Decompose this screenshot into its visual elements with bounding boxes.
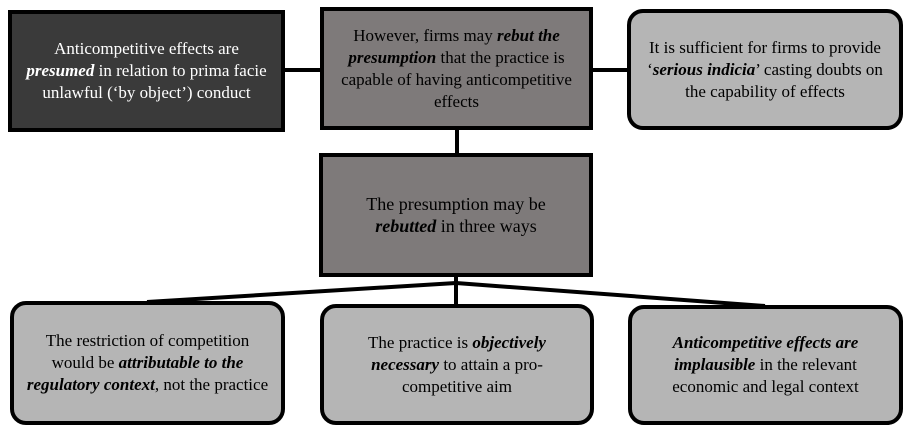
text-run: to attain a pro-competitive aim bbox=[402, 354, 543, 396]
text-run: The presumption may be bbox=[366, 194, 546, 214]
text-run: in the relevant economic and legal conte… bbox=[672, 355, 859, 396]
three-ways-box: The presumption may be rebutted in three… bbox=[319, 153, 593, 277]
emphasized-text: serious indicia bbox=[652, 59, 756, 79]
text-run: in relation to prima facie unlawful (‘by… bbox=[42, 61, 267, 102]
text-run: The restriction of competition would be bbox=[45, 331, 250, 372]
serious-indicia-box: It is sufficient for firms to provide ‘s… bbox=[627, 9, 903, 130]
rebut-presumption-text: However, firms may rebut the presumption… bbox=[336, 25, 577, 113]
rebut-presumption-box: However, firms may rebut the presumption… bbox=[320, 7, 593, 130]
objectively-necessary-text: The practice is objectively necessary to… bbox=[336, 332, 578, 398]
emphasized-text: rebut the presumption bbox=[348, 25, 560, 67]
effects-implausible-box: Anticompetitive effects are implausible … bbox=[628, 305, 903, 425]
emphasized-text: objectively necessary bbox=[371, 332, 546, 374]
presumed-box: Anticompetitive effects are presumed in … bbox=[8, 10, 285, 132]
emphasized-text: Anticompetitive effects are implausible bbox=[672, 333, 859, 374]
text-run: Anticompetitive effects are bbox=[54, 39, 239, 58]
text-run: ’ casting doubts on the capability of ef… bbox=[685, 59, 883, 101]
emphasized-text: presumed bbox=[26, 61, 95, 80]
text-run: that the practice is capable of having a… bbox=[341, 47, 572, 111]
emphasized-text: rebutted bbox=[375, 216, 437, 236]
text-run: , not the practice bbox=[154, 375, 269, 394]
text-run: It is sufficient for firms to provide ‘ bbox=[647, 37, 881, 79]
effects-implausible-text: Anticompetitive effects are implausible … bbox=[644, 332, 887, 398]
presumed-text: Anticompetitive effects are presumed in … bbox=[24, 38, 269, 104]
regulatory-context-box: The restriction of competition would be … bbox=[10, 301, 285, 425]
text-run: However, firms may bbox=[353, 25, 497, 45]
serious-indicia-text: It is sufficient for firms to provide ‘s… bbox=[643, 37, 887, 103]
regulatory-context-text: The restriction of competition would be … bbox=[26, 330, 269, 396]
connector-three-ways-implausible bbox=[455, 281, 766, 308]
emphasized-text: attributable to the regulatory context bbox=[26, 353, 244, 394]
text-run: The practice is bbox=[368, 332, 473, 352]
objectively-necessary-box: The practice is objectively necessary to… bbox=[320, 304, 594, 425]
three-ways-text: The presumption may be rebutted in three… bbox=[335, 193, 577, 237]
text-run: in three ways bbox=[436, 216, 537, 236]
connector-three-ways-regulatory bbox=[146, 281, 457, 304]
